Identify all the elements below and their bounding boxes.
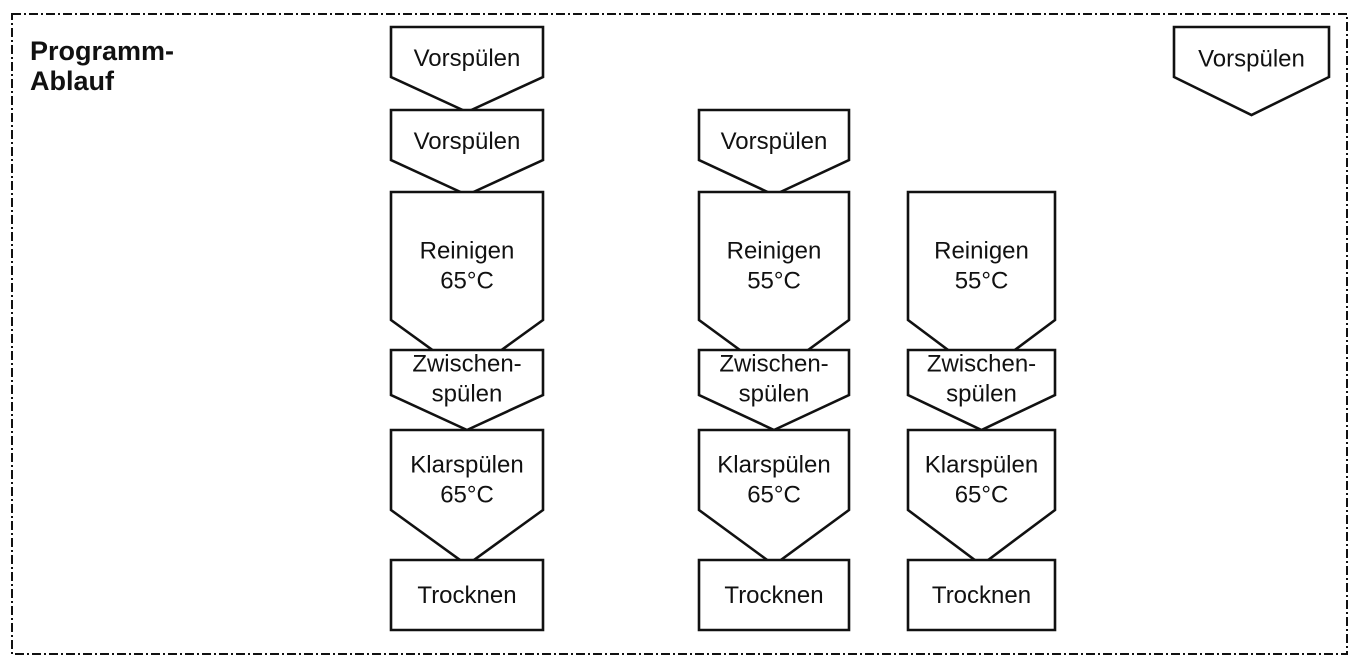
program-step: Vorspülen — [1172, 25, 1331, 117]
step-label: Vorspülen — [1198, 46, 1305, 73]
program-step: Trocknen — [697, 558, 851, 632]
step-shape — [697, 108, 851, 197]
step-label: Trocknen — [417, 582, 516, 609]
diagram-title-line-1: Programm- — [30, 36, 174, 66]
diagram-title-line-2: Ablauf — [30, 66, 115, 96]
step-shape — [389, 558, 545, 632]
program-step: Zwischen-spülen — [906, 348, 1057, 432]
program-step: Reinigen 65°C — [389, 190, 545, 377]
program-step: Klarspülen 65°C — [906, 428, 1057, 567]
program-step: Reinigen 55°C — [906, 190, 1057, 377]
step-shape — [697, 190, 851, 377]
step-label: Reinigen — [727, 238, 822, 265]
step-label: Zwischen- — [412, 351, 521, 378]
step-shape — [697, 348, 851, 432]
program-column: Vorspülen — [1172, 25, 1331, 117]
step-label: Trocknen — [932, 582, 1031, 609]
program-step: Klarspülen 65°C — [697, 428, 851, 567]
step-label: Trocknen — [724, 582, 823, 609]
step-shape — [1172, 25, 1331, 117]
program-step: Klarspülen 65°C — [389, 428, 545, 567]
program-step: Trocknen — [906, 558, 1057, 632]
diagram-frame — [11, 13, 1348, 655]
step-label: 65°C — [955, 482, 1009, 509]
program-columns: VorspülenVorspülenReinigen65°CZwischen-s… — [389, 25, 1331, 632]
program-step: Vorspülen — [389, 25, 545, 114]
program-step: Zwischen-spülen — [389, 348, 545, 432]
step-label: 55°C — [747, 268, 801, 295]
step-label: 65°C — [440, 268, 494, 295]
program-step: Vorspülen — [389, 108, 545, 197]
step-shape — [906, 190, 1057, 377]
step-shape — [389, 108, 545, 197]
step-shape — [389, 428, 545, 567]
step-label: 65°C — [440, 482, 494, 509]
step-label: Klarspülen — [925, 452, 1038, 479]
program-column: VorspülenVorspülenReinigen65°CZwischen-s… — [389, 25, 545, 632]
step-shape — [906, 558, 1057, 632]
step-label: spülen — [432, 381, 503, 408]
step-shape — [906, 348, 1057, 432]
step-label: Reinigen — [420, 238, 515, 265]
step-shape — [697, 428, 851, 567]
step-label: 65°C — [747, 482, 801, 509]
step-shape — [389, 190, 545, 377]
program-step: Trocknen — [389, 558, 545, 632]
program-step: Vorspülen — [697, 108, 851, 197]
step-shape — [389, 25, 545, 114]
step-label: Vorspülen — [414, 45, 521, 72]
program-column: VorspülenReinigen55°CZwischen-spülenKlar… — [697, 108, 851, 632]
step-shape — [906, 428, 1057, 567]
step-label: Klarspülen — [717, 452, 830, 479]
step-label: Zwischen- — [719, 351, 828, 378]
step-label: Reinigen — [934, 238, 1029, 265]
program-step: Reinigen 55°C — [697, 190, 851, 377]
step-label: Klarspülen — [410, 452, 523, 479]
step-shape — [389, 348, 545, 432]
step-label: Zwischen- — [927, 351, 1036, 378]
step-label: Vorspülen — [414, 128, 521, 155]
step-shape — [697, 558, 851, 632]
step-label: Vorspülen — [721, 128, 828, 155]
step-label: 55°C — [955, 268, 1009, 295]
program-step: Zwischen-spülen — [697, 348, 851, 432]
step-label: spülen — [739, 381, 810, 408]
step-label: spülen — [946, 381, 1017, 408]
